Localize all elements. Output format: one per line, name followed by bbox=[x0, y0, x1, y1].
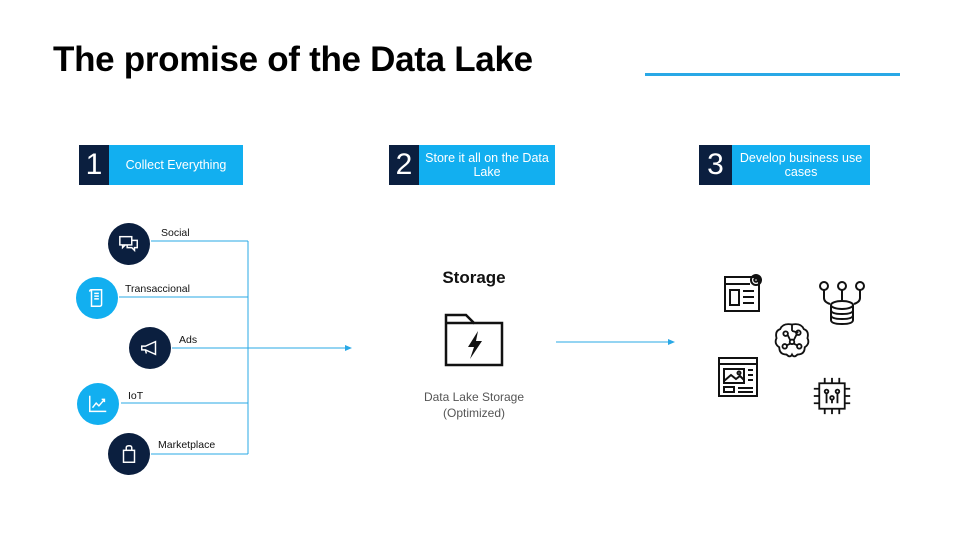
step-2-number: 2 bbox=[389, 145, 419, 185]
storage-caption-line2: (Optimized) bbox=[442, 406, 505, 420]
receipt-icon bbox=[88, 289, 103, 307]
step-2-label: Store it all on the Data Lake bbox=[419, 145, 555, 185]
storage-caption: Data Lake Storage (Optimized) bbox=[404, 389, 544, 421]
social-source bbox=[108, 223, 150, 265]
step-2: 2 Store it all on the Data Lake bbox=[389, 145, 555, 185]
page-title: The promise of the Data Lake bbox=[53, 40, 533, 79]
database-network-icon bbox=[819, 281, 865, 326]
shopping-bag-icon bbox=[122, 445, 136, 463]
folder-lightning-icon bbox=[444, 313, 504, 367]
web-layout-icon bbox=[718, 357, 758, 397]
iot-source bbox=[77, 383, 119, 425]
step-1: 1 Collect Everything bbox=[79, 145, 243, 185]
transaccional-source bbox=[76, 277, 118, 319]
chart-icon bbox=[89, 395, 107, 413]
step-1-number: 1 bbox=[79, 145, 109, 185]
document-settings-icon bbox=[724, 274, 762, 312]
ads-source bbox=[129, 327, 171, 369]
brain-network-icon bbox=[774, 323, 810, 358]
storage-caption-line1: Data Lake Storage bbox=[423, 390, 525, 404]
marketplace-label: Marketplace bbox=[158, 439, 216, 451]
step-3: 3 Develop business use cases bbox=[699, 145, 870, 185]
iot-label: IoT bbox=[128, 390, 144, 402]
ads-label: Ads bbox=[179, 334, 198, 346]
marketplace-source bbox=[108, 433, 150, 475]
storage-title: Storage bbox=[442, 268, 506, 287]
step-3-number: 3 bbox=[699, 145, 732, 185]
transaccional-label: Transaccional bbox=[125, 283, 190, 295]
social-label: Social bbox=[161, 227, 190, 239]
chat-icon bbox=[119, 235, 138, 253]
chip-icon bbox=[813, 377, 851, 415]
title-underline bbox=[645, 73, 900, 76]
step-1-label: Collect Everything bbox=[109, 145, 243, 185]
megaphone-icon bbox=[141, 340, 157, 356]
step-3-label: Develop business use cases bbox=[732, 145, 870, 185]
